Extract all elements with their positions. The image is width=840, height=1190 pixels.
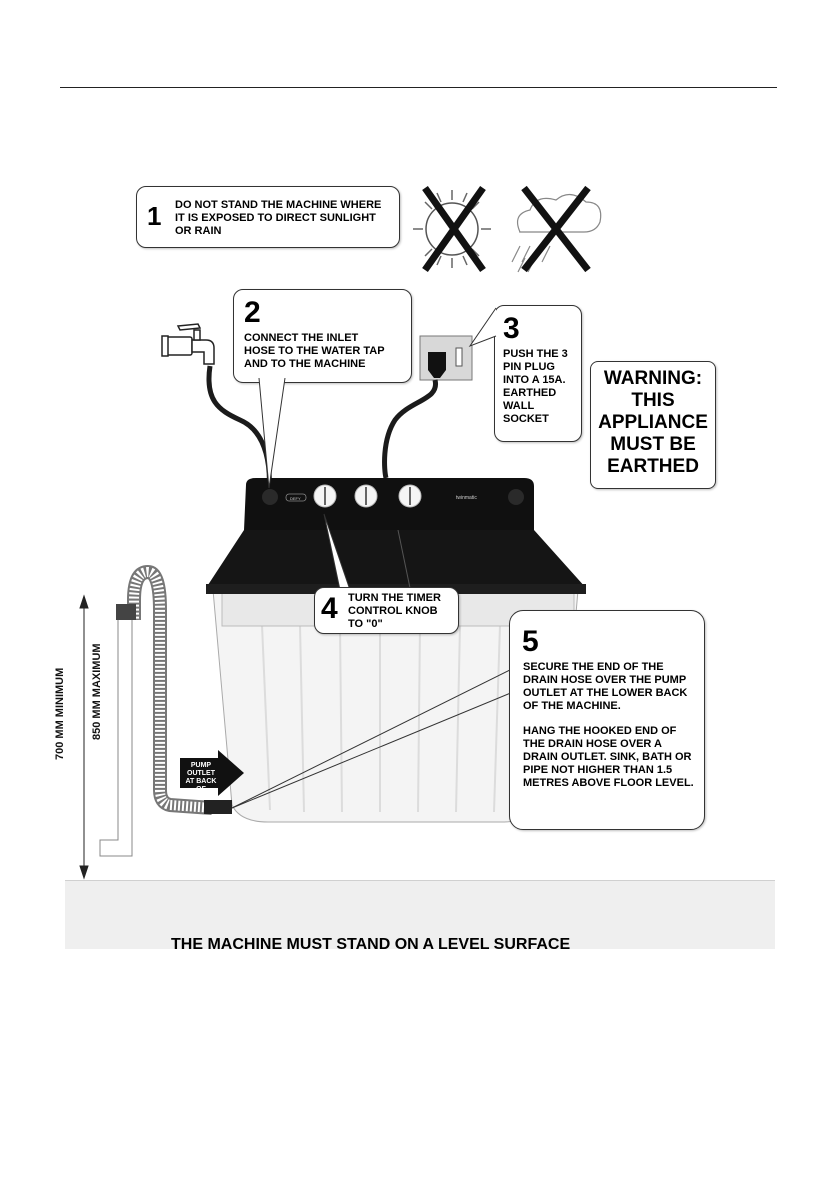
step-2-text: CONNECT THE INLET HOSE TO THE WATER TAP …: [244, 332, 385, 370]
machine-brand-label: DEFY: [290, 496, 301, 501]
step-5-text-2: HANG THE HOOKED END OF THE DRAIN HOSE OV…: [523, 725, 694, 789]
height-dimension-arrows: [79, 594, 89, 880]
washing-machine: twinmatic DEFY: [206, 478, 586, 823]
pump-outlet-arrow: [180, 750, 244, 796]
warning-line-1: WARNING:: [603, 368, 703, 389]
cross-sun-icon: [422, 185, 486, 273]
step-2-pointer: [258, 378, 286, 489]
step-1-text: DO NOT STAND THE MACHINE WHERE IT IS EXP…: [175, 199, 382, 237]
step-1-callout: 1 DO NOT STAND THE MACHINE WHERE IT IS E…: [136, 186, 400, 248]
step-4-callout: 4 TURN THE TIMER CONTROL KNOB TO "0": [314, 587, 459, 634]
drain-hose: [99, 564, 232, 857]
floor-band: [65, 880, 775, 949]
warning-text: WARNING: THIS APPLIANCE MUST BE EARTHED: [591, 368, 715, 478]
step-4-text: TURN THE TIMER CONTROL KNOB TO "0": [348, 592, 441, 630]
sun-icon: [413, 190, 491, 268]
cross-rain-icon: [521, 185, 591, 273]
floor-caption: THE MACHINE MUST STAND ON A LEVEL SURFAC…: [171, 936, 571, 953]
top-rule: [60, 87, 777, 88]
warning-line-2: THIS: [631, 390, 675, 411]
water-tap-icon: [161, 323, 215, 365]
height-max-label: 850 MM MAXIMUM: [91, 643, 103, 740]
warning-line-4: MUST BE: [610, 434, 696, 455]
step-3-text: PUSH THE 3 PIN PLUG INTO A 15A. EARTHED …: [503, 348, 568, 425]
warning-box: WARNING: THIS APPLIANCE MUST BE EARTHED: [590, 361, 716, 489]
step-3-callout: 3 PUSH THE 3 PIN PLUG INTO A 15A. EARTHE…: [494, 305, 582, 442]
step-2-number: 2: [244, 296, 261, 329]
step-5-callout: 5 SECURE THE END OF THE DRAIN HOSE OVER …: [509, 610, 705, 830]
warning-line-3: APPLIANCE: [598, 412, 708, 433]
power-cord: [382, 379, 438, 479]
step-1-number: 1: [147, 201, 162, 231]
step-4-pointer: [323, 513, 351, 591]
height-min-label: 700 MM MINIMUM: [54, 667, 66, 760]
warning-line-5: EARTHED: [607, 456, 699, 477]
step-5-number: 5: [522, 625, 539, 658]
machine-model-label: twinmatic: [456, 495, 477, 501]
step-5-text-1: SECURE THE END OF THE DRAIN HOSE OVER TH…: [523, 661, 688, 712]
step-3-number: 3: [503, 312, 520, 345]
step-3-pointer: [468, 307, 497, 348]
step-2-callout: 2 CONNECT THE INLET HOSE TO THE WATER TA…: [233, 289, 412, 383]
wall-socket: [419, 335, 473, 381]
pump-outlet-label: PUMP OUTLET AT BACK OF MACHINE: [184, 762, 218, 801]
step-4-number: 4: [321, 592, 338, 625]
